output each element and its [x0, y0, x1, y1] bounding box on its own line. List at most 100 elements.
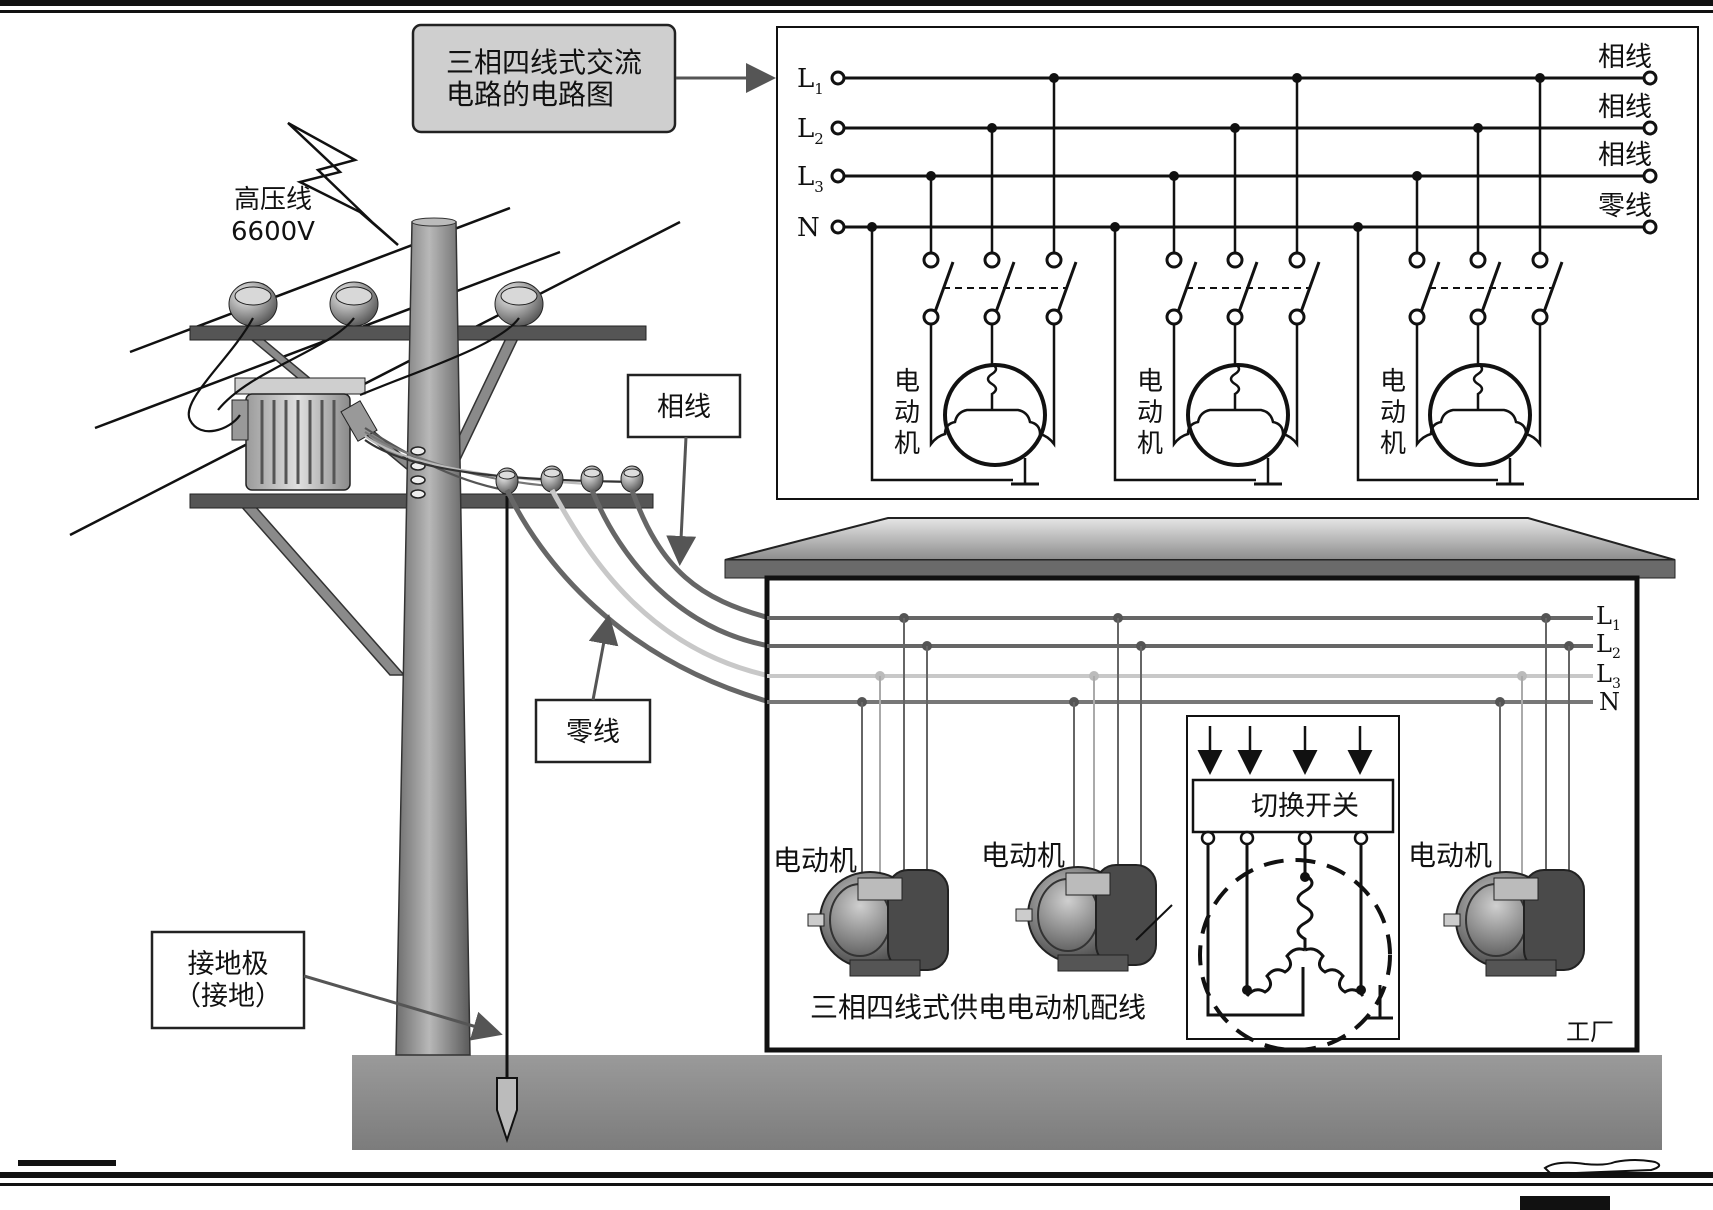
corner-decoration: [1543, 1159, 1661, 1176]
winding: [1472, 324, 1484, 410]
switch-inset: 切换开关: [1135, 715, 1400, 1052]
ground-rod: [496, 496, 518, 1144]
motor-winding-outline: [1198, 858, 1392, 1052]
schematic-line-label: L1: [797, 64, 824, 98]
winding: [1235, 324, 1299, 448]
hv-label: 高压线: [234, 185, 312, 215]
ground-block: [352, 1055, 1662, 1150]
motor-1: [807, 869, 949, 977]
schematic-line-label: L2: [797, 114, 824, 148]
lower-insulators: [495, 465, 644, 495]
switch-contact-bottom: [1165, 308, 1183, 326]
neutral-drop: [870, 227, 1013, 482]
svg-text:电路的电路图: 电路的电路图: [446, 78, 614, 111]
switch-blade: [1056, 261, 1078, 313]
schematic-line-letter: N: [797, 213, 820, 243]
motor-label: 电动机: [1408, 839, 1492, 872]
switch-contact-top: [1226, 251, 1244, 269]
schematic-line-letter: L: [797, 162, 814, 192]
svg-text:相线: 相线: [657, 392, 711, 423]
schematic-line-subscript: 1: [814, 80, 824, 98]
schematic-right-label: 相线: [1598, 92, 1652, 123]
schematic-terminal-right: [1642, 219, 1658, 235]
switch-contact-top: [1531, 251, 1549, 269]
switch-contact-bottom: [922, 308, 940, 326]
svg-text:（接地）: （接地）: [174, 981, 282, 1012]
switch-contact-bottom: [1408, 308, 1426, 326]
schematic-terminal-left: [830, 168, 846, 184]
schematic-motor-label: 动: [1137, 398, 1163, 428]
lightning-icon: [287, 121, 399, 246]
motor-base: [849, 959, 921, 977]
svg-text:L3: L3: [1596, 660, 1621, 692]
switch-box: [1191, 778, 1395, 834]
switch-contact-bottom: [1226, 308, 1244, 326]
motor-shaft: [807, 913, 825, 927]
switch-contact-top: [1469, 251, 1487, 269]
switch-blade: [1299, 261, 1321, 313]
hv-voltage: 6600V: [231, 217, 315, 247]
switch-contact-bottom: [983, 308, 1001, 326]
schematic-line-subscript: 2: [814, 130, 824, 148]
schematic-motor-label: 电: [1137, 367, 1163, 397]
motor-symbol: [943, 363, 1047, 467]
factory-roof: [724, 517, 1676, 579]
schematic-line-subscript: 3: [814, 178, 824, 196]
inset-pointer: [1135, 904, 1173, 941]
schematic-line-letter: L: [797, 64, 814, 94]
ground-callout: 接地极 （接地）: [150, 930, 503, 1041]
schematic-motor-label: 电: [894, 367, 920, 397]
schematic-motor-label: 机: [894, 429, 920, 459]
switch-contact-bottom: [1288, 308, 1306, 326]
svg-text:L2: L2: [1596, 630, 1621, 662]
winding: [1229, 324, 1241, 410]
schematic-terminal-right: [1642, 168, 1658, 184]
switch-contact-top: [1288, 251, 1306, 269]
schematic-motor-label: 机: [1137, 429, 1163, 459]
schematic-right-label: 相线: [1598, 140, 1652, 171]
schematic-terminal-right: [1642, 70, 1658, 86]
schematic-terminal-left: [830, 120, 846, 136]
switch-contact-top: [983, 251, 1001, 269]
factory-motors: 电动机电动机电动机: [773, 839, 1585, 977]
winding: [1172, 324, 1235, 448]
neutral-drop: [1356, 227, 1498, 482]
pole-hooks: [410, 446, 426, 499]
motor-terminal-box: [1065, 872, 1111, 896]
motor-base: [1057, 954, 1129, 972]
neutral-drop: [1113, 227, 1256, 482]
neutral-wire-callout: 零线: [534, 614, 652, 764]
switch-contact-top: [1165, 251, 1183, 269]
switch-blade: [1542, 261, 1564, 313]
winding: [992, 324, 1056, 448]
winding: [986, 324, 998, 410]
utility-pole: [395, 221, 471, 1056]
motor-terminal-box: [1493, 877, 1539, 901]
motor-3: [1443, 869, 1585, 977]
upper-insulators: [228, 281, 544, 327]
schematic-right-label: 相线: [1598, 42, 1652, 73]
schematic-terminal-left: [830, 219, 846, 235]
schematic-motor-label: 动: [1380, 398, 1406, 428]
winding: [1478, 324, 1542, 448]
winding: [1415, 324, 1478, 448]
motor-base: [1485, 959, 1557, 977]
svg-text:L1: L1: [1596, 602, 1621, 634]
switch-contact-top: [1408, 251, 1426, 269]
circuit-title-callout: 三相四线式交流 电路的电路图: [411, 23, 776, 134]
motor-shaft: [1443, 913, 1461, 927]
switch-contact-top: [922, 251, 940, 269]
motor-symbol: [1186, 363, 1290, 467]
schematic-terminal-left: [830, 70, 846, 86]
phase-wire-callout: 相线: [626, 373, 742, 566]
motor-label: 电动机: [981, 839, 1065, 872]
factory-drops: [857, 613, 1574, 890]
schematic-line-letter: L: [797, 114, 814, 144]
schematic-terminal-right: [1642, 120, 1658, 136]
schematic-line-label: N: [797, 213, 820, 243]
factory-caption: 三相四线式供电电动机配线: [810, 991, 1146, 1024]
svg-text:三相四线式交流: 三相四线式交流: [446, 46, 642, 79]
schematic-motor-label: 动: [894, 398, 920, 428]
